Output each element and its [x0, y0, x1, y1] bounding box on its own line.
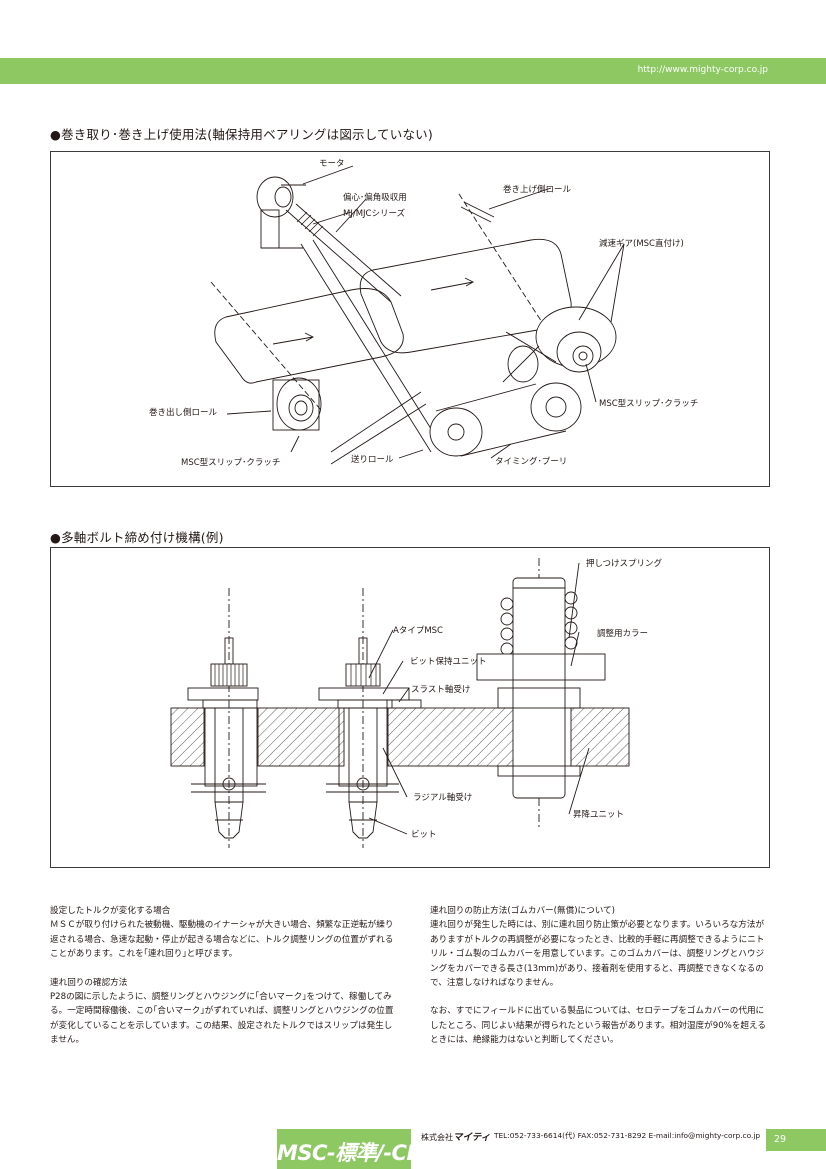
label-reducer: 減速ギア(MSC直付け)	[599, 238, 684, 249]
label-spring: 押しつけスプリング	[586, 558, 662, 569]
label-unwind-roll: 巻き出し側ロール	[149, 407, 218, 418]
product-badge-text: MSC-標準/-CL	[277, 1141, 420, 1165]
winding-diagram: モータ 偏心･偏角吸収用 MJ/MJCシリーズ 巻き上げ側ロール 減速ギア(MS…	[50, 151, 770, 487]
label-motor: モータ	[319, 159, 345, 169]
label-windup-roll: 巻き上げ側ロール	[503, 184, 572, 195]
company-name: 株式会社マイティ	[421, 1129, 490, 1143]
text-column-right: 連れ回りの防止方法(ゴムカバー(無償)について) 連れ回りが発生した時には、別に…	[430, 904, 772, 1048]
label-coupling-1: 偏心･偏角吸収用	[343, 192, 407, 203]
label-feed-roll: 送りロール	[351, 454, 394, 465]
company-prefix: 株式会社	[421, 1133, 453, 1142]
bolt-diagram: 押しつけスプリング AタイプMSC 調整用カラー ビット保持ユニット スラスト軸…	[50, 547, 770, 868]
label-coupling-2: MJ/MJCシリーズ	[343, 208, 406, 219]
header-bar: http://www.mighty-corp.co.jp	[0, 58, 826, 84]
label-bit-unit: ビット保持ユニット	[410, 656, 487, 667]
label-collar: 調整用カラー	[597, 628, 648, 639]
winding-diagram-drawing: モータ 偏心･偏角吸収用 MJ/MJCシリーズ 巻き上げ側ロール 減速ギア(MS…	[149, 159, 698, 468]
label-bit: ビット	[411, 830, 437, 840]
p4-body: なお、すでにフィールドに出ている製品については、セロテープをゴムカバーの代用にし…	[430, 1006, 766, 1046]
label-thrust: スラスト軸受け	[411, 684, 470, 695]
page-number: 29	[774, 1134, 787, 1145]
company-contact: TEL:052-733-6614(代) FAX:052-731-8292 E-m…	[494, 1131, 761, 1140]
page-number-box: 29	[766, 1129, 826, 1151]
label-a-type-msc: AタイプMSC	[393, 626, 443, 636]
label-clutch-right: MSC型スリップ･クラッチ	[599, 399, 698, 409]
section2-title: ●多軸ボルト締め付け機構(例)	[50, 530, 224, 545]
p2-body: P28の図に示したように、調整リングとハウジングに｢合いマーク｣をつけて、稼働し…	[50, 992, 394, 1046]
label-clutch-left: MSC型スリップ･クラッチ	[181, 458, 280, 468]
p3-title: 連れ回りの防止方法(ゴムカバー(無償)について)	[430, 906, 616, 916]
label-radial: ラジアル軸受け	[413, 792, 472, 803]
label-pulley: タイミング･プーリ	[495, 456, 567, 467]
section1-title: ●巻き取り･巻き上げ使用法(軸保持用ベアリングは図示していない)	[50, 127, 433, 142]
bolt-diagram-drawing: 押しつけスプリング AタイプMSC 調整用カラー ビット保持ユニット スラスト軸…	[170, 558, 662, 848]
text-column-left: 設定したトルクが変化する場合 ＭＳＣが取り付けられた被動機、駆動機のイナーシャが…	[50, 904, 400, 1048]
p1-body: ＭＳＣが取り付けられた被動機、駆動機のイナーシャが大きい場合、頻繁な正逆転が繰り…	[50, 920, 394, 960]
p1-title: 設定したトルクが変化する場合	[50, 906, 171, 916]
label-lift-unit: 昇降ユニット	[573, 809, 624, 820]
product-badge: MSC-標準/-CL	[277, 1129, 420, 1169]
company-logo-text: マイティ	[453, 1132, 491, 1143]
header-url[interactable]: http://www.mighty-corp.co.jp	[637, 65, 768, 75]
p3-body: 連れ回りが発生した時には、別に連れ回り防止策が必要となります。いろいろな方法があ…	[430, 920, 765, 989]
p2-title: 連れ回りの確認方法	[50, 977, 128, 988]
